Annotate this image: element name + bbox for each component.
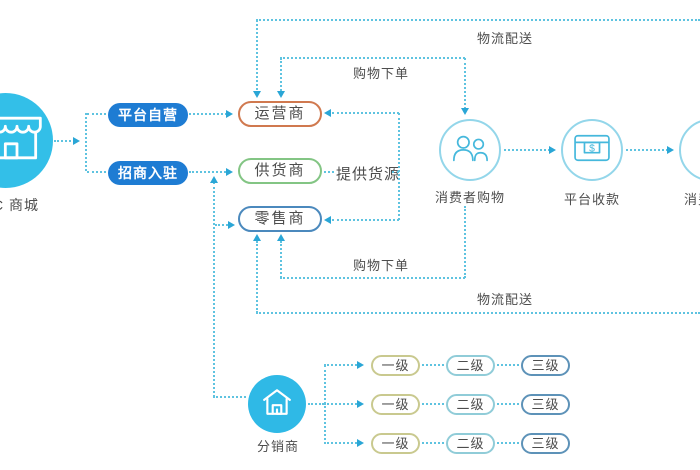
merchant-entry-button: 招商入驻	[108, 161, 188, 185]
level2-pill: 二级	[446, 394, 495, 415]
dashed-connector	[422, 403, 444, 405]
dashed-connector	[398, 113, 400, 220]
consumer-shopping-label: 消费者购物	[434, 190, 505, 205]
dashed-connector	[213, 396, 246, 398]
dashed-connector	[85, 113, 87, 171]
distributor-circle	[248, 375, 306, 433]
level1-pill: 一级	[371, 355, 420, 376]
store-icon	[0, 113, 45, 168]
level3-pill: 三级	[521, 394, 570, 415]
arrowhead-down	[461, 108, 469, 115]
arrowhead-right	[357, 361, 364, 369]
arrowhead-left	[324, 109, 331, 117]
dashed-connector	[626, 149, 668, 151]
level2-pill: 二级	[446, 433, 495, 454]
consumer-shopping-circle	[439, 119, 501, 181]
dashed-connector	[87, 113, 106, 115]
arrowhead-right	[73, 137, 80, 145]
dashed-connector	[392, 171, 399, 173]
logistics-top-label: 物流配送	[477, 31, 534, 46]
dashed-connector	[87, 171, 106, 173]
self-operated-button: 平台自营	[108, 103, 188, 127]
home-icon	[262, 388, 292, 421]
dashed-connector	[280, 58, 282, 94]
dashed-connector	[256, 241, 258, 313]
level3-pill: 三级	[521, 355, 570, 376]
level1-pill: 一级	[371, 433, 420, 454]
operator-box: 运营商	[238, 101, 322, 127]
level2-pill: 二级	[446, 355, 495, 376]
retailer-box: 零售商	[238, 206, 322, 232]
dashed-connector	[189, 113, 227, 115]
dashed-connector	[256, 20, 258, 94]
order-top-label: 购物下单	[353, 66, 410, 81]
dashed-connector	[213, 182, 215, 397]
dashed-connector	[422, 364, 444, 366]
arrowhead-down	[253, 91, 261, 98]
dashed-connector	[280, 241, 282, 278]
consumer-receive-circle	[679, 119, 700, 181]
arrowhead-right	[357, 439, 364, 447]
arrowhead-down	[277, 91, 285, 98]
dashed-connector	[324, 364, 357, 366]
arrowhead-right	[228, 221, 235, 229]
dashed-connector	[332, 112, 399, 114]
dashed-connector	[464, 58, 466, 109]
dashed-connector	[280, 57, 465, 59]
card-icon: $	[572, 132, 612, 169]
level3-pill: 三级	[521, 433, 570, 454]
dashed-connector	[189, 171, 226, 173]
logistics-bottom-label: 物流配送	[477, 292, 534, 307]
dashed-connector	[215, 224, 228, 226]
dashed-connector	[308, 403, 324, 405]
dashed-connector	[324, 403, 357, 405]
dashed-connector	[324, 442, 357, 444]
arrowhead-left	[324, 216, 331, 224]
dashed-connector	[497, 403, 519, 405]
arrowhead-up	[253, 234, 261, 241]
dashed-connector	[324, 171, 334, 173]
level1-pill: 一级	[371, 394, 420, 415]
mall-circle	[0, 93, 53, 188]
arrowhead-right	[357, 400, 364, 408]
arrowhead-right	[549, 146, 556, 154]
dashed-connector	[464, 206, 466, 278]
dashed-connector	[280, 277, 465, 279]
dashed-connector	[256, 312, 700, 314]
dashed-connector	[504, 149, 550, 151]
arrowhead-up	[210, 176, 218, 183]
supplier-box: 供货商	[238, 158, 322, 184]
arrowhead-up	[277, 234, 285, 241]
distributor-label: 分销商	[256, 439, 299, 454]
dashed-connector	[497, 364, 519, 366]
platform-payment-circle: $	[561, 119, 623, 181]
dashed-connector	[332, 219, 399, 221]
order-bottom-label: 购物下单	[353, 258, 410, 273]
arrowhead-right	[667, 146, 674, 154]
dashed-connector	[54, 140, 78, 142]
dashed-connector	[497, 442, 519, 444]
arrowhead-right	[226, 110, 233, 118]
dashed-connector	[422, 442, 444, 444]
supply-label: 提供货源	[336, 166, 401, 183]
users-icon	[451, 133, 489, 168]
dashed-connector	[256, 19, 700, 21]
arrowhead-right	[226, 168, 233, 176]
dollar-glyph: $	[589, 143, 595, 154]
platform-payment-label: 平台收款	[563, 192, 620, 207]
consumer-receive-label: 消费	[684, 192, 700, 207]
mall-label: C 商城	[0, 197, 39, 213]
